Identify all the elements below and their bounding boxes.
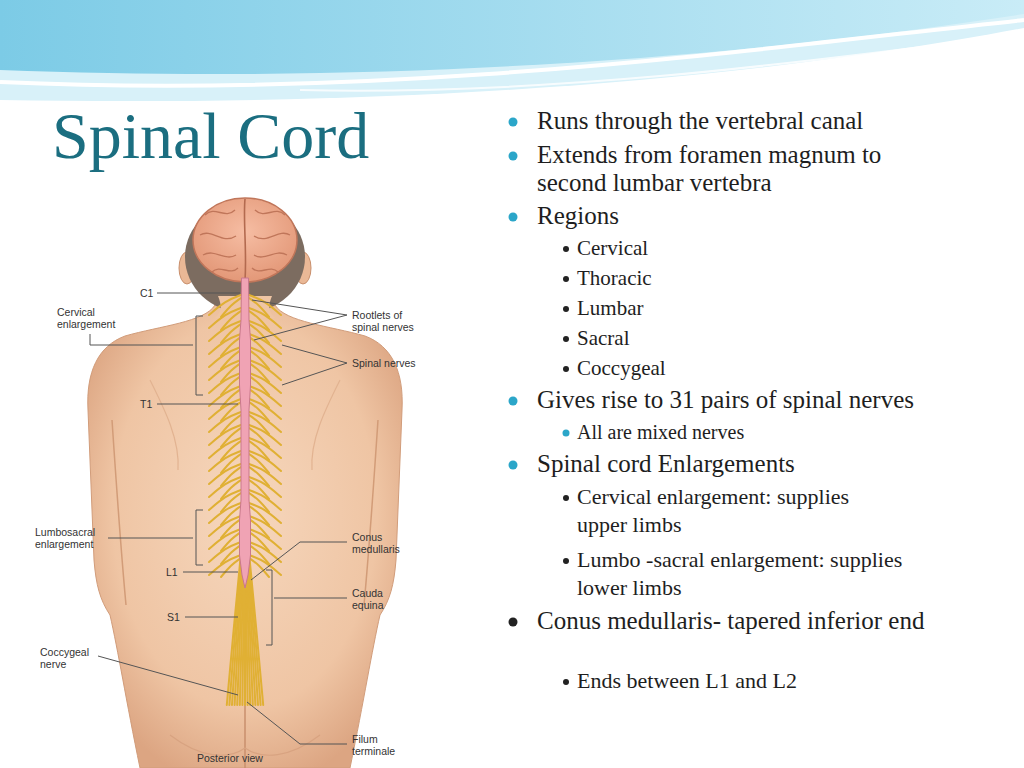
- leader-line: [252, 300, 347, 315]
- bullet-text: Gives rise to 31 pairs of spinal nerves: [537, 386, 1007, 414]
- anatomy-label: Rootlets of spinal nerves: [352, 309, 424, 333]
- leader-line: [157, 404, 238, 405]
- figure-caption: Posterior view: [197, 752, 287, 764]
- arm-line: [364, 420, 378, 605]
- bullet-point: [563, 306, 569, 312]
- brain-fissure: [244, 199, 245, 281]
- bracket: [196, 510, 203, 565]
- sub-bullet-text: Cervical: [577, 235, 877, 261]
- bullet-point: [509, 213, 518, 222]
- bullet-point: [563, 366, 569, 372]
- shoulder-blade: [312, 380, 340, 470]
- slide-title: Spinal Cord: [52, 100, 369, 172]
- bullet-point: [563, 558, 569, 564]
- brain-gyri: [200, 210, 290, 272]
- bullet-point: [563, 276, 569, 282]
- sub-bullet-text: All are mixed nerves: [577, 419, 957, 445]
- leader-line: [254, 315, 347, 340]
- header-wave-line: [300, 34, 1024, 91]
- sub-bullet-text: Coccygeal: [577, 355, 877, 381]
- bullet-point: [563, 246, 569, 252]
- leader-line: [274, 598, 347, 599]
- anatomy-label: Cauda equina: [352, 587, 400, 611]
- leader-line: [282, 345, 347, 363]
- bullet-point: [563, 336, 569, 342]
- leader-line: [282, 363, 347, 385]
- bullet-text: Conus medullaris- tapered inferior end: [537, 607, 932, 635]
- sub-bullet-text: Lumbo -sacral enlargement: supplies lowe…: [577, 546, 942, 602]
- bullet-text: Extends from foramen magnum to second lu…: [537, 141, 917, 197]
- bullet-point: [563, 495, 569, 501]
- brain: [193, 198, 297, 282]
- bullet-point: [509, 618, 518, 627]
- leader-line: [247, 702, 347, 744]
- bullet-text: Regions: [537, 202, 937, 230]
- sub-bullet-text: Thoracic: [577, 265, 877, 291]
- bullet-point: [563, 430, 570, 437]
- leader-line: [183, 572, 238, 573]
- bullet-text: Spinal cord Enlargements: [537, 450, 997, 478]
- leader-line: [251, 542, 347, 580]
- anatomy-label: Lumbosacral enlargement: [35, 526, 107, 550]
- sub-bullet-text: Cervical enlargement: supplies upper lim…: [577, 483, 902, 539]
- arm-line: [112, 420, 126, 605]
- bullet-point: [509, 397, 518, 406]
- bullet-point: [563, 679, 569, 685]
- anatomy-label: Coccygeal nerve: [40, 646, 98, 670]
- sub-bullet-text: Ends between L1 and L2: [577, 668, 957, 694]
- leader-line: [98, 656, 238, 695]
- anatomy-label: Filum terminale: [352, 733, 404, 757]
- sub-bullet-text: Lumbar: [577, 295, 877, 321]
- spinal-cord: [240, 278, 251, 588]
- header-wave: [0, 0, 1024, 101]
- nerve: [249, 555, 263, 705]
- bullet-text: Runs through the vertebral canal: [537, 107, 997, 135]
- sub-bullet-text: Sacral: [577, 325, 877, 351]
- leader-line: [185, 617, 238, 618]
- leader-line: [90, 334, 193, 345]
- anatomy-label: Spinal nerves: [352, 357, 432, 369]
- vertebra-label: C1: [140, 287, 156, 299]
- bracket: [266, 570, 272, 645]
- vertebra-label: T1: [140, 398, 156, 410]
- vertebra-label: L1: [166, 566, 182, 578]
- bullet-point: [509, 118, 518, 127]
- bullet-point: [509, 461, 518, 470]
- shoulder-blade: [150, 380, 178, 470]
- bullet-point: [509, 152, 518, 161]
- leader-line: [157, 293, 240, 294]
- vertebra-label: S1: [167, 611, 183, 623]
- anatomy-label: Conus medullaris: [352, 531, 412, 555]
- bracket: [196, 316, 203, 395]
- leader-line: [108, 538, 193, 539]
- anatomy-label: Cervical enlargement: [57, 306, 127, 330]
